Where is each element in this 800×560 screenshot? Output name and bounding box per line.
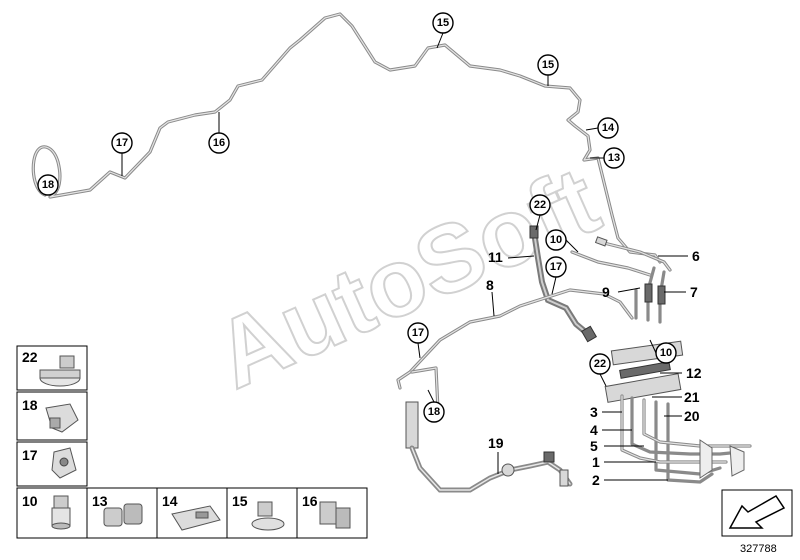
svg-text:17: 17: [412, 327, 424, 339]
svg-text:10: 10: [550, 234, 562, 246]
clamp-icon: [39, 355, 81, 387]
flat-clip-icon: [171, 505, 221, 531]
legend-cell-14: 14: [156, 487, 228, 539]
callout-16: 16: [208, 112, 230, 154]
callout-15-right: 15: [537, 54, 559, 86]
callout-15-top: 15: [432, 12, 454, 49]
triple-clip-icon: [319, 501, 351, 529]
svg-text:19: 19: [488, 435, 504, 451]
label-3: 3: [590, 404, 622, 420]
brake-line-10: [570, 250, 652, 277]
svg-text:10: 10: [660, 347, 672, 359]
legend-cell-10: 10: [16, 487, 88, 539]
brake-line-6: [594, 236, 672, 272]
svg-text:12: 12: [686, 365, 702, 381]
label-6: 6: [658, 248, 700, 264]
callout-17-top: 17: [111, 132, 133, 176]
svg-text:15: 15: [232, 493, 248, 509]
callout-10-top: 10: [545, 229, 579, 253]
label-5: 5: [590, 438, 644, 454]
watermark: AutoSoft: [199, 146, 615, 411]
svg-text:14: 14: [602, 122, 615, 134]
label-7: 7: [664, 284, 698, 300]
legend-cell-16: 16: [296, 487, 368, 539]
svg-text:8: 8: [486, 277, 494, 293]
svg-text:17: 17: [22, 447, 38, 463]
callout-18-bottom: 18: [423, 389, 445, 423]
svg-text:10: 10: [22, 493, 38, 509]
svg-text:15: 15: [437, 17, 449, 29]
arrow-down-left-icon: [728, 495, 786, 529]
svg-text:13: 13: [92, 493, 108, 509]
svg-text:18: 18: [42, 179, 54, 191]
svg-text:18: 18: [428, 406, 440, 418]
legend-cell-15: 15: [226, 487, 298, 539]
svg-text:16: 16: [302, 493, 318, 509]
brake-line-8: [396, 288, 634, 412]
label-2: 2: [592, 472, 668, 488]
svg-text:17: 17: [116, 137, 128, 149]
legend-cell-22: 22: [16, 345, 88, 391]
svg-text:6: 6: [692, 248, 700, 264]
svg-text:15: 15: [542, 59, 554, 71]
reference-number: 327788: [740, 543, 777, 555]
svg-text:4: 4: [590, 422, 598, 438]
label-9: 9: [602, 284, 641, 300]
label-20: 20: [664, 408, 700, 424]
callout-18-left: 18: [37, 174, 59, 196]
pipe-clip-icon: [51, 447, 77, 479]
label-8: 8: [486, 277, 495, 317]
callout-17-center: 17: [545, 256, 567, 295]
double-clip-icon: [103, 503, 143, 527]
label-19: 19: [488, 435, 504, 474]
svg-text:11: 11: [488, 249, 503, 265]
callout-22-top: 22: [529, 194, 551, 231]
callout-14: 14: [585, 117, 619, 139]
svg-text:1: 1: [592, 454, 600, 470]
callout-17-left: 17: [407, 322, 429, 359]
legend-cell-13: 13: [86, 487, 158, 539]
callout-13: 13: [590, 147, 625, 169]
svg-text:2: 2: [592, 472, 600, 488]
bracket-clip-icon: [45, 403, 79, 433]
svg-text:14: 14: [162, 493, 178, 509]
svg-text:20: 20: [684, 408, 700, 424]
svg-text:7: 7: [690, 284, 698, 300]
svg-text:9: 9: [602, 284, 610, 300]
label-11: 11: [488, 249, 535, 265]
svg-text:22: 22: [22, 349, 38, 365]
svg-text:3: 3: [590, 404, 598, 420]
legend-grid: 22 18 17 10: [16, 345, 368, 539]
top-brake-line: [31, 12, 662, 264]
distributor-cluster: [604, 266, 752, 484]
holder-clip-icon: [251, 501, 285, 531]
svg-text:18: 18: [22, 397, 38, 413]
svg-text:16: 16: [213, 137, 225, 149]
label-12: 12: [660, 365, 702, 381]
label-21: 21: [652, 389, 700, 405]
svg-text:13: 13: [608, 152, 620, 164]
svg-text:AutoSoft: AutoSoft: [200, 147, 614, 410]
svg-text:17: 17: [550, 261, 562, 273]
label-1: 1: [592, 454, 656, 470]
navigation-arrow-box[interactable]: [721, 489, 793, 537]
brake-hose-19: [405, 401, 573, 493]
legend-cell-18: 18: [16, 391, 88, 441]
brake-hose-11: [529, 225, 598, 343]
callout-10-right: 10: [649, 339, 677, 364]
callout-22-right: 22: [589, 353, 611, 387]
svg-text:5: 5: [590, 438, 598, 454]
svg-text:22: 22: [594, 358, 606, 370]
legend-cell-17: 17: [16, 441, 88, 487]
fitting-icon: [51, 495, 71, 530]
label-4: 4: [590, 422, 632, 438]
svg-text:21: 21: [684, 389, 700, 405]
svg-text:22: 22: [534, 199, 546, 211]
